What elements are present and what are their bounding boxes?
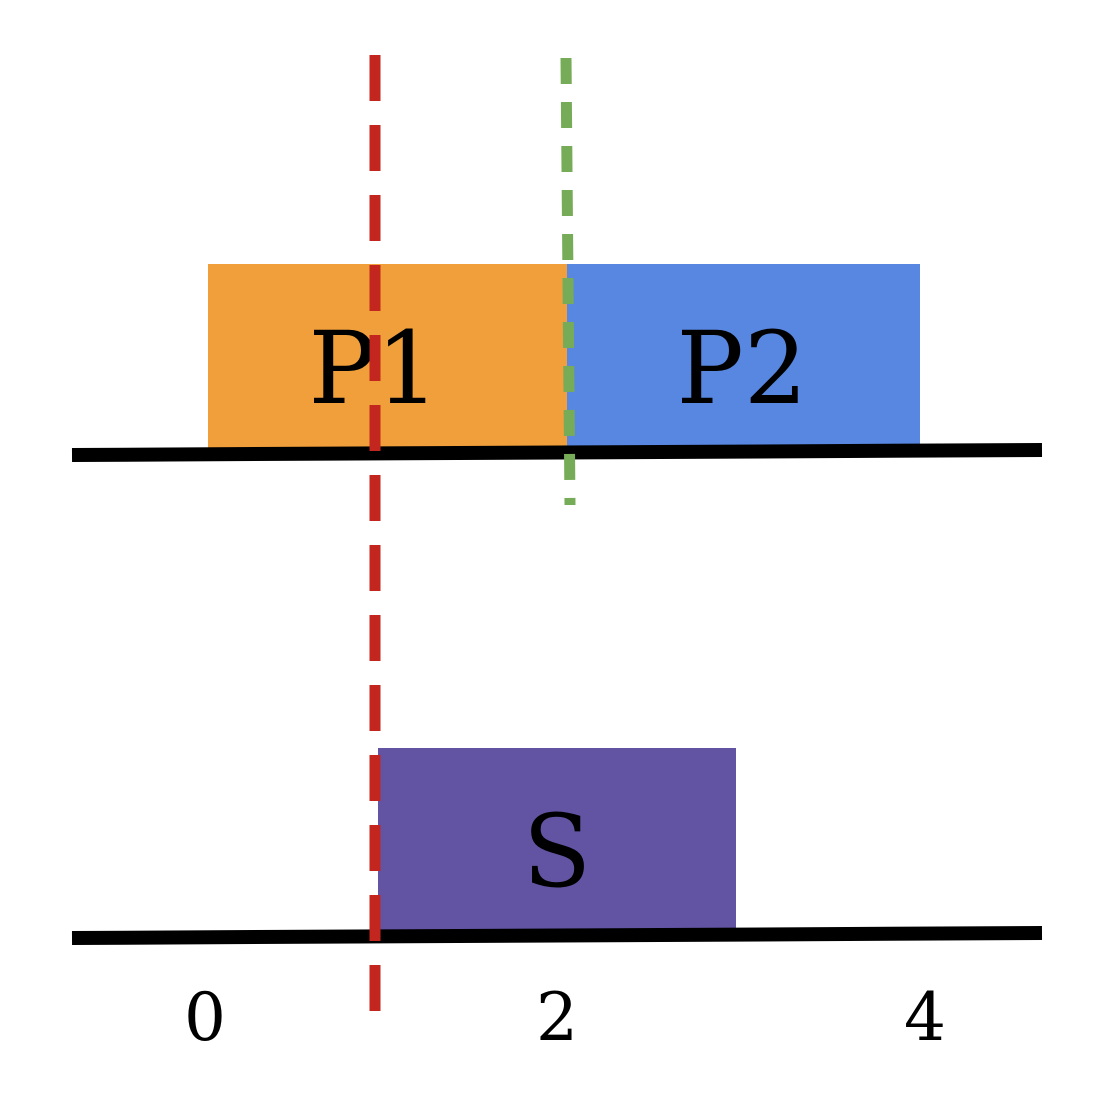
- s-block: [378, 748, 736, 932]
- top-timeline-axis: [71, 443, 1043, 462]
- p1-block: [208, 264, 567, 450]
- p2-block: [567, 264, 920, 450]
- bottom-timeline-axis: [71, 926, 1043, 945]
- tick-label-0: 0: [184, 979, 226, 1056]
- green-dashed-marker: [560, 57, 576, 506]
- tick-label-4: 4: [904, 979, 946, 1056]
- s-label: S: [523, 793, 592, 910]
- p2-label: P2: [677, 310, 808, 427]
- tick-label-2: 2: [536, 979, 578, 1056]
